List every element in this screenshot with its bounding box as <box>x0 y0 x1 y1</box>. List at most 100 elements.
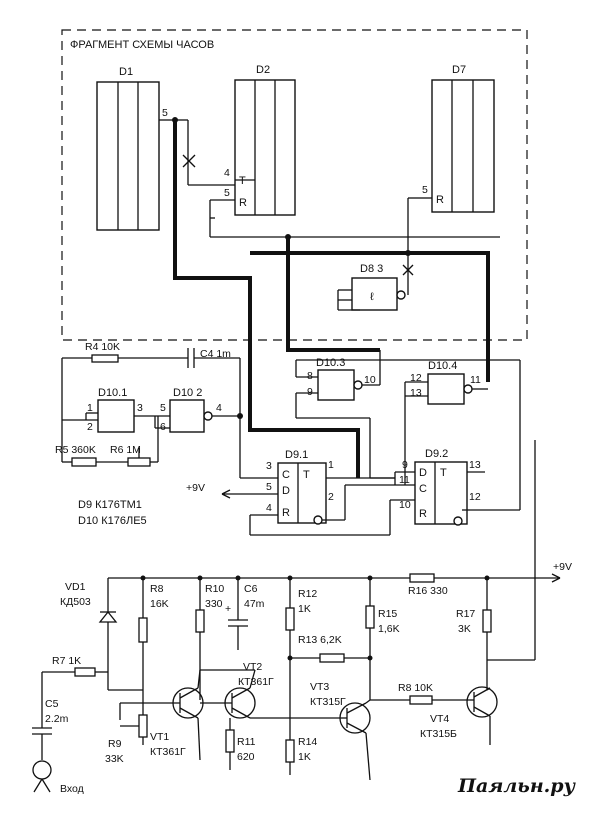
svg-text:D: D <box>419 467 427 479</box>
svg-text:6: 6 <box>160 421 166 433</box>
resistor-r14: R14 1K <box>285 736 317 775</box>
svg-text:5: 5 <box>266 481 272 493</box>
gate-d10-4: D10.4 12 13 11 <box>404 360 488 485</box>
svg-text:33K: 33K <box>105 753 124 765</box>
svg-text:13: 13 <box>469 459 481 471</box>
resistor-r10: R10 330 <box>195 578 224 700</box>
diode-vd1: VD1 КД503 <box>60 578 118 672</box>
svg-text:R: R <box>419 508 427 520</box>
svg-text:T: T <box>239 175 246 187</box>
svg-text:R10: R10 <box>205 583 224 595</box>
input-network: R7 1K C5 2.2m Вход <box>32 655 143 795</box>
svg-text:T: T <box>440 467 447 479</box>
watermark: Паяльн.ру <box>457 775 577 797</box>
resistor-r15: R15 1,6K <box>365 578 400 700</box>
svg-text:КТ315Г: КТ315Г <box>310 696 346 708</box>
resistor-r11: R11 620 <box>225 718 256 770</box>
resistor-r8-10k: R8 10K <box>398 682 470 705</box>
svg-text:VD1: VD1 <box>65 581 86 593</box>
svg-text:R8 10K: R8 10K <box>398 682 433 694</box>
svg-text:+: + <box>225 603 231 615</box>
svg-text:5: 5 <box>224 187 230 199</box>
svg-text:C4 1m: C4 1m <box>200 348 231 360</box>
resistor-r13: R13 6,2K <box>290 634 373 663</box>
flipflop-d9-1: D9.1 C D R T 3 5 4 1 2 <box>225 449 395 536</box>
svg-text:1: 1 <box>328 459 334 471</box>
svg-text:R: R <box>282 507 290 519</box>
svg-text:330: 330 <box>205 598 223 610</box>
svg-text:ℓ: ℓ <box>370 291 374 303</box>
oscillator: R4 10K C4 1m D10.1 1 2 3 D10 2 5 6 4 <box>55 341 243 478</box>
svg-text:R12: R12 <box>298 588 317 600</box>
svg-text:КД503: КД503 <box>60 596 91 608</box>
legend-d9: D9 К176ТМ1 <box>78 499 142 511</box>
svg-text:D: D <box>282 485 290 497</box>
transistor-vt4: VT4 КТ315Б <box>420 686 498 745</box>
svg-text:R5 360K: R5 360K <box>55 444 96 456</box>
svg-text:R11: R11 <box>237 736 256 748</box>
svg-text:+9V: +9V <box>186 482 205 494</box>
transistor-vt3: VT3 КТ315Г <box>310 681 410 781</box>
svg-text:КТ361Г: КТ361Г <box>150 746 186 758</box>
svg-text:3: 3 <box>137 402 143 414</box>
svg-text:2.2m: 2.2m <box>45 713 69 725</box>
svg-text:КТ315Б: КТ315Б <box>420 728 457 740</box>
svg-text:R9: R9 <box>108 738 122 750</box>
svg-text:R7 1K: R7 1K <box>52 655 81 667</box>
svg-text:16K: 16K <box>150 598 169 610</box>
chip-d2: D2 T R 4 5 <box>224 64 296 216</box>
svg-text:R16 330: R16 330 <box>408 585 448 597</box>
transistor-vt1: VT1 КТ361Г <box>143 669 230 761</box>
svg-text:D7: D7 <box>452 64 466 76</box>
svg-text:D10.4: D10.4 <box>428 360 457 372</box>
svg-text:4: 4 <box>224 167 230 179</box>
svg-text:47m: 47m <box>244 598 265 610</box>
svg-text:R: R <box>436 194 444 206</box>
chip-d8: D8 3 ℓ <box>337 263 406 311</box>
svg-text:3: 3 <box>266 460 272 472</box>
chip-d1: D1 5 <box>96 66 168 231</box>
svg-text:D10 2: D10 2 <box>173 387 202 399</box>
power-left: +9V <box>186 482 231 499</box>
resistor-r9: R9 33K <box>105 702 148 765</box>
legend-d10: D10 К176ЛЕ5 <box>78 515 147 527</box>
svg-text:R13 6,2K: R13 6,2K <box>298 634 342 646</box>
svg-text:12: 12 <box>469 491 481 503</box>
svg-text:R17: R17 <box>456 608 475 620</box>
svg-text:D1: D1 <box>119 66 133 78</box>
svg-text:R14: R14 <box>298 736 317 748</box>
svg-text:R4 10K: R4 10K <box>85 341 120 353</box>
svg-text:10: 10 <box>364 374 376 386</box>
flipflop-d9-2: D9.2 D C R T 9 11 10 13 12 <box>370 448 485 526</box>
svg-text:T: T <box>303 469 310 481</box>
svg-text:620: 620 <box>237 751 255 763</box>
svg-text:D10.3: D10.3 <box>316 357 345 369</box>
resistor-r12: R12 1K <box>285 578 317 740</box>
svg-text:R6 1M: R6 1M <box>110 444 141 456</box>
capacitor-c6: + C6 47m <box>225 578 265 650</box>
svg-text:VT4: VT4 <box>430 713 449 725</box>
svg-text:5: 5 <box>160 402 166 414</box>
svg-text:9: 9 <box>307 386 313 398</box>
svg-text:VT1: VT1 <box>150 731 169 743</box>
transistor-vt2: VT2 КТ361Г <box>200 661 340 719</box>
svg-text:12: 12 <box>410 372 422 384</box>
svg-text:C: C <box>419 483 427 495</box>
svg-text:1K: 1K <box>298 603 311 615</box>
svg-text:R15: R15 <box>378 608 397 620</box>
svg-text:КТ361Г: КТ361Г <box>238 676 274 688</box>
svg-text:R: R <box>239 197 247 209</box>
svg-text:C6: C6 <box>244 583 258 595</box>
svg-text:5: 5 <box>162 107 168 119</box>
svg-text:10: 10 <box>399 499 411 511</box>
fragment-title: ФРАГМЕНТ СХЕМЫ ЧАСОВ <box>70 39 214 51</box>
svg-text:4: 4 <box>216 402 222 414</box>
svg-text:4: 4 <box>266 502 272 514</box>
svg-text:C: C <box>282 469 290 481</box>
svg-text:2: 2 <box>87 421 93 433</box>
svg-text:1,6K: 1,6K <box>378 623 400 635</box>
svg-text:+9V: +9V <box>553 561 572 573</box>
svg-text:D9.1: D9.1 <box>285 449 308 461</box>
input-label: Вход <box>60 783 84 795</box>
